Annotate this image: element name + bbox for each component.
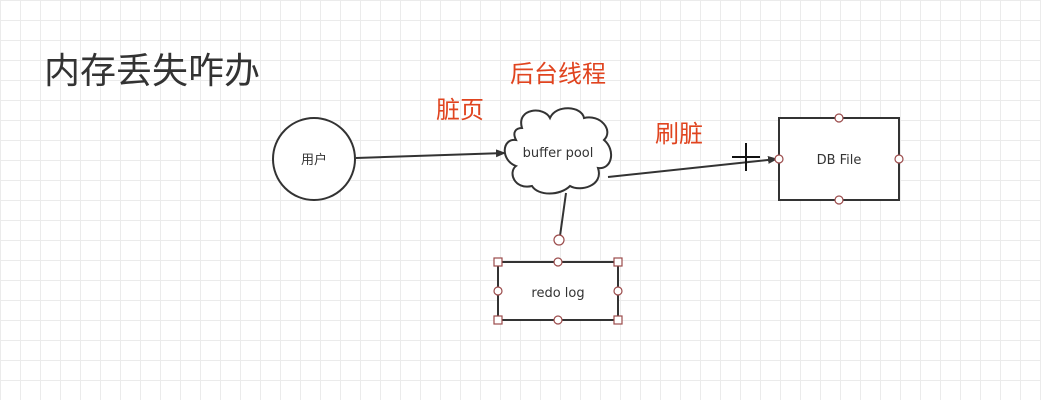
annotation-flush-dirty: 刷脏 [655, 120, 703, 148]
crosshair-cursor-icon [732, 143, 760, 171]
node-user-label: 用户 [301, 152, 327, 168]
db-file-handle-right[interactable] [894, 154, 904, 164]
node-buffer-pool-label: buffer pool [523, 146, 594, 161]
redo-log-rotate-handle[interactable] [553, 234, 565, 246]
db-file-handle-bottom[interactable] [834, 195, 844, 205]
redo-log-corner-handle-bl[interactable] [493, 315, 503, 325]
redo-log-corner-handle-tr[interactable] [613, 257, 623, 267]
edge-buffer-pool-to-redo-log[interactable] [559, 192, 567, 237]
redo-log-handle-top[interactable] [553, 257, 563, 267]
annotation-dirty-page: 脏页 [436, 96, 484, 124]
redo-log-handle-right[interactable] [613, 286, 623, 296]
edge-user-to-buffer-pool[interactable] [355, 149, 506, 159]
redo-log-handle-left[interactable] [493, 286, 503, 296]
db-file-handle-top[interactable] [834, 113, 844, 123]
node-buffer-pool[interactable]: buffer pool [503, 107, 613, 195]
node-db-file-label: DB File [817, 153, 862, 168]
redo-log-handle-bottom[interactable] [553, 315, 563, 325]
redo-log-corner-handle-tl[interactable] [493, 257, 503, 267]
node-redo-log[interactable]: redo log [493, 234, 623, 325]
node-redo-log-label: redo log [531, 286, 584, 301]
diagram-title: 内存丢失咋办 [44, 51, 261, 92]
edge-buffer-pool-to-db-file[interactable] [607, 155, 778, 178]
db-file-handle-left[interactable] [774, 154, 784, 164]
node-db-file[interactable]: DB File [774, 113, 904, 205]
redo-log-corner-handle-br[interactable] [613, 315, 623, 325]
node-user[interactable]: 用户 [272, 117, 356, 201]
annotation-background-thread: 后台线程 [510, 60, 606, 88]
